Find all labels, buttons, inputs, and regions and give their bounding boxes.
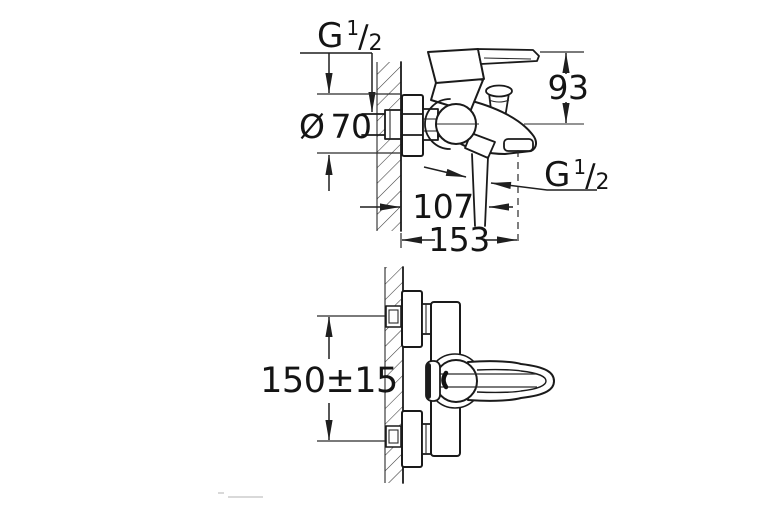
dimension-153: 153 — [400, 150, 519, 259]
inlet-pipe — [400, 113, 425, 136]
dimension-153-text: 153 — [428, 220, 490, 259]
dimension-93: 93 — [540, 51, 589, 124]
watermark-artifact — [218, 492, 263, 498]
hub-end-cap — [425, 360, 441, 402]
wall-nut-bottom — [385, 425, 402, 448]
escutcheon-top — [401, 290, 423, 348]
front-view: 150±15 — [260, 266, 555, 484]
dimension-150-text: 150±15 — [260, 361, 398, 401]
escutcheon-bottom — [401, 410, 423, 468]
dimension-93-text: 93 — [548, 68, 589, 107]
escutcheon-side — [401, 94, 424, 157]
wall-section-side — [376, 61, 402, 232]
lever-knob-side — [427, 48, 485, 84]
shower-outlet — [464, 132, 496, 227]
indicator-mark — [441, 370, 449, 390]
dimension-107-text: 107 — [412, 187, 474, 226]
aerator — [503, 138, 534, 152]
dimension-150-15: 150±15 — [260, 315, 398, 442]
dimension-107: 107 — [360, 187, 513, 226]
lever-handle-front — [467, 360, 555, 402]
wall-nut-top — [385, 305, 402, 328]
lever-arm-side — [477, 48, 540, 65]
